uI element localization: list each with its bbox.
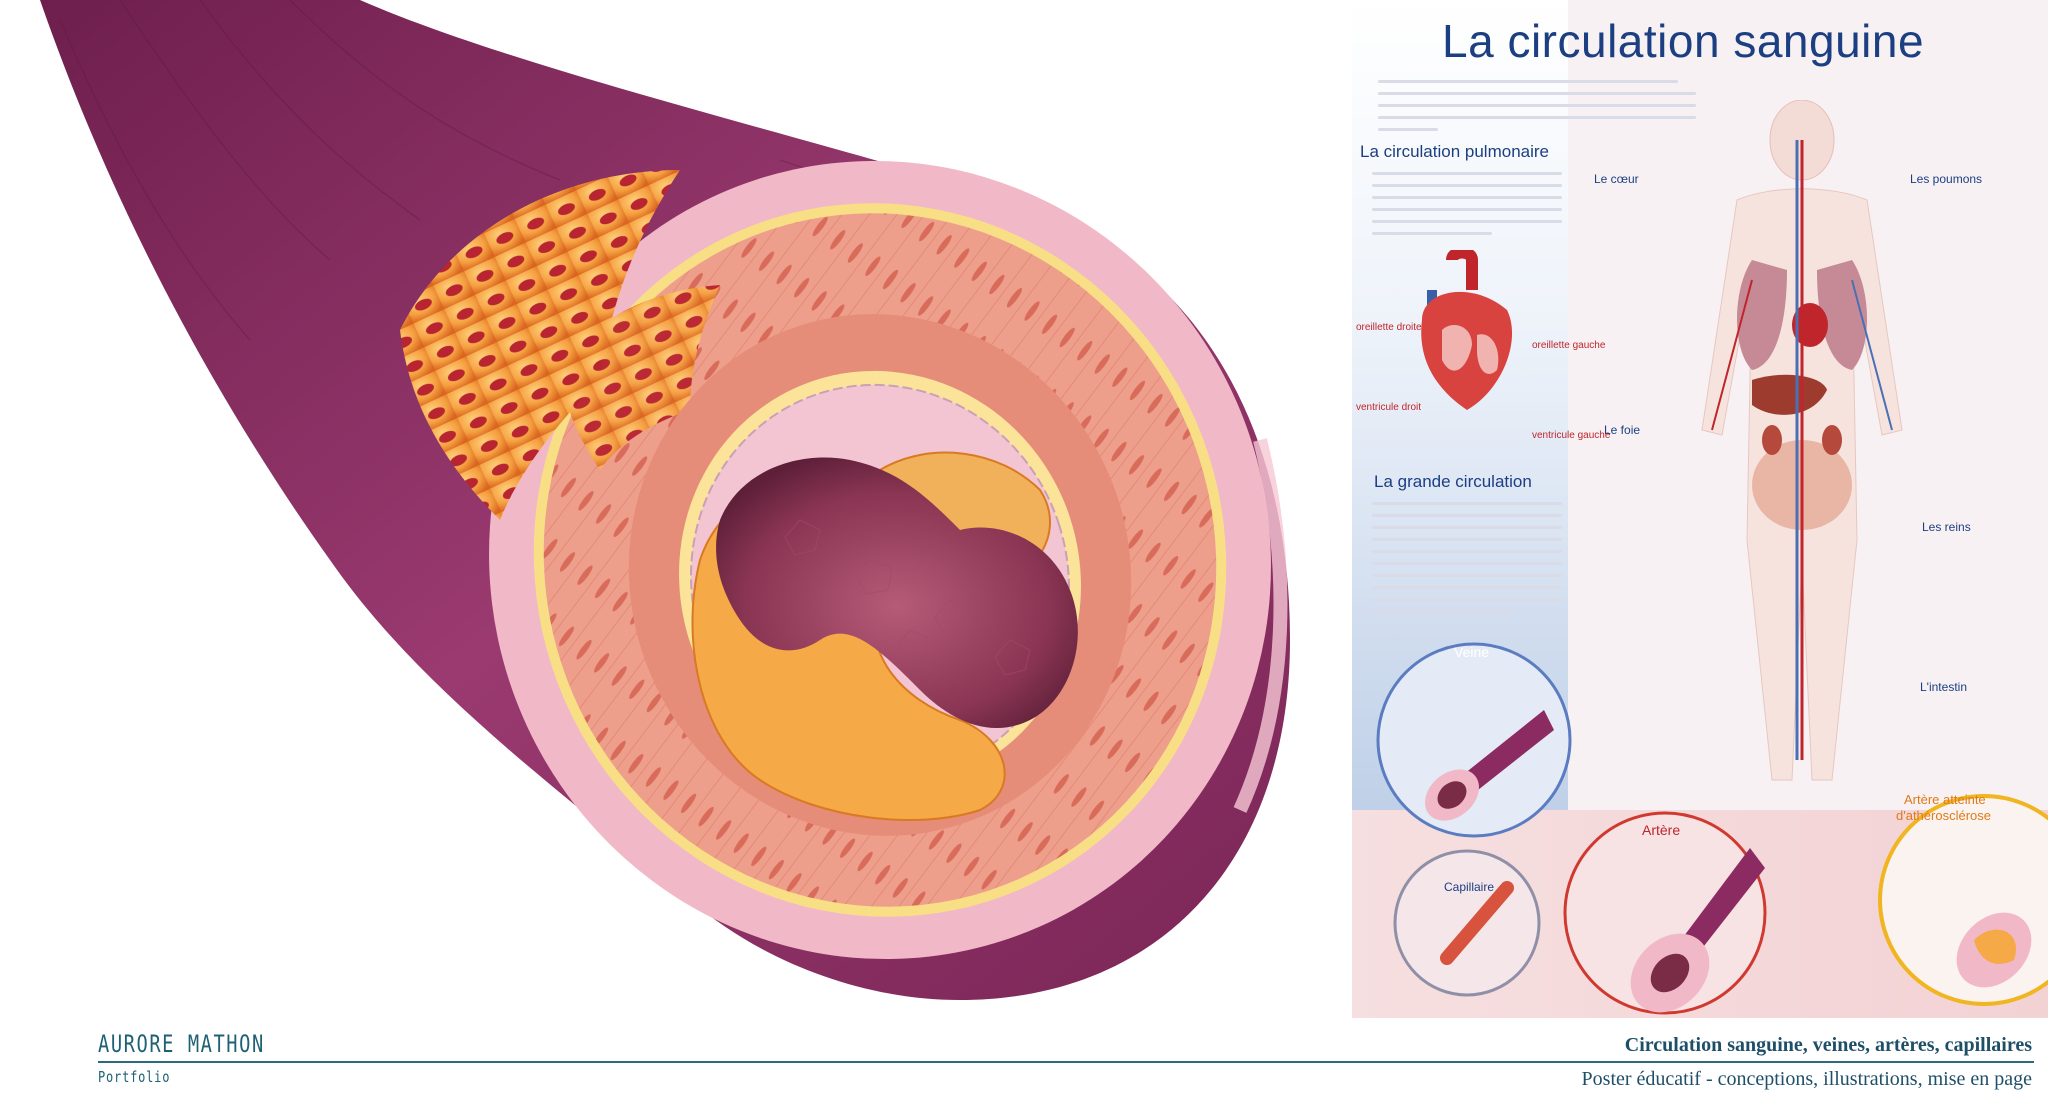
body-text-line (1372, 208, 1562, 211)
capillary-inset (1393, 849, 1541, 997)
heart-label-right-2: ventricule gauche (1532, 430, 1611, 441)
artery-label: Artère (1642, 822, 1681, 838)
body-text-line (1372, 574, 1562, 577)
body-text-line (1372, 526, 1562, 529)
body-text-line (1372, 610, 1512, 613)
vein-inset (1376, 642, 1572, 838)
intro-text-line (1378, 116, 1696, 119)
cut-edge-highlight (1233, 438, 1288, 813)
body-text-line (1372, 172, 1562, 175)
vessel-lumen (716, 457, 1078, 729)
body-text-line (1372, 502, 1562, 505)
organ-kidneys-label: Les reins (1922, 520, 1971, 534)
atherosclerosis-inset (1878, 794, 2048, 1006)
artery-inset (1563, 811, 1767, 1015)
organ-heart-label: Le cœur (1594, 172, 1639, 186)
body-text-line (1372, 598, 1562, 601)
artery-illustration (40, 0, 1290, 1000)
intro-text-line (1378, 104, 1696, 107)
organ-intestine-label: L'intestin (1920, 680, 1967, 694)
body-text-line (1372, 550, 1562, 553)
body-text-line (1372, 196, 1562, 199)
heart-label-right-1: oreillette gauche (1532, 340, 1606, 351)
caption-title: Circulation sanguine, veines, artères, c… (1624, 1034, 2032, 1056)
educational-poster: La circulation sanguine La circulation p… (1352, 0, 2048, 1018)
capillary-label: Capillaire (1444, 880, 1495, 894)
author-name: AURORE MATHON (98, 1030, 265, 1058)
fenestrated-elastic-layer (400, 170, 680, 520)
body-text-line (1372, 562, 1562, 565)
atherosclerosis-label-2: d'athérosclérose (1896, 808, 1991, 823)
body-text-line (1372, 586, 1562, 589)
body-text-line (1372, 538, 1562, 541)
body-text-line (1372, 232, 1492, 235)
heart-label-left-1: oreillette droite (1356, 322, 1422, 333)
body-silhouette (1701, 100, 1903, 781)
body-text-line (1372, 220, 1562, 223)
heart-label-left-2: ventricule droit (1356, 402, 1422, 413)
section-systemic-heading: La grande circulation (1374, 472, 1532, 491)
intro-text-line (1378, 80, 1678, 83)
body-text-line (1372, 184, 1562, 187)
heart-diagram (1421, 250, 1513, 410)
intro-text-line (1378, 128, 1438, 131)
poster-title: La circulation sanguine (1442, 15, 1925, 67)
organ-liver-label: Le foie (1604, 423, 1641, 437)
vein-label: Veine (1454, 644, 1490, 660)
fenestrated-elastic-inner (560, 285, 720, 470)
lumen-cell-texture (784, 519, 1031, 676)
body-text-line (1372, 514, 1562, 517)
section-pulmonary-heading: La circulation pulmonaire (1360, 142, 1549, 161)
organ-lungs-label: Les poumons (1910, 172, 1983, 186)
portfolio-label: Portfolio (98, 1068, 171, 1086)
atherosclerosis-label-1: Artère atteinte (1904, 792, 1986, 807)
caption-description: Poster éducatif - conceptions, illustrat… (1581, 1068, 2032, 1090)
intro-text-line (1378, 92, 1696, 95)
footer-divider (98, 1061, 2034, 1063)
